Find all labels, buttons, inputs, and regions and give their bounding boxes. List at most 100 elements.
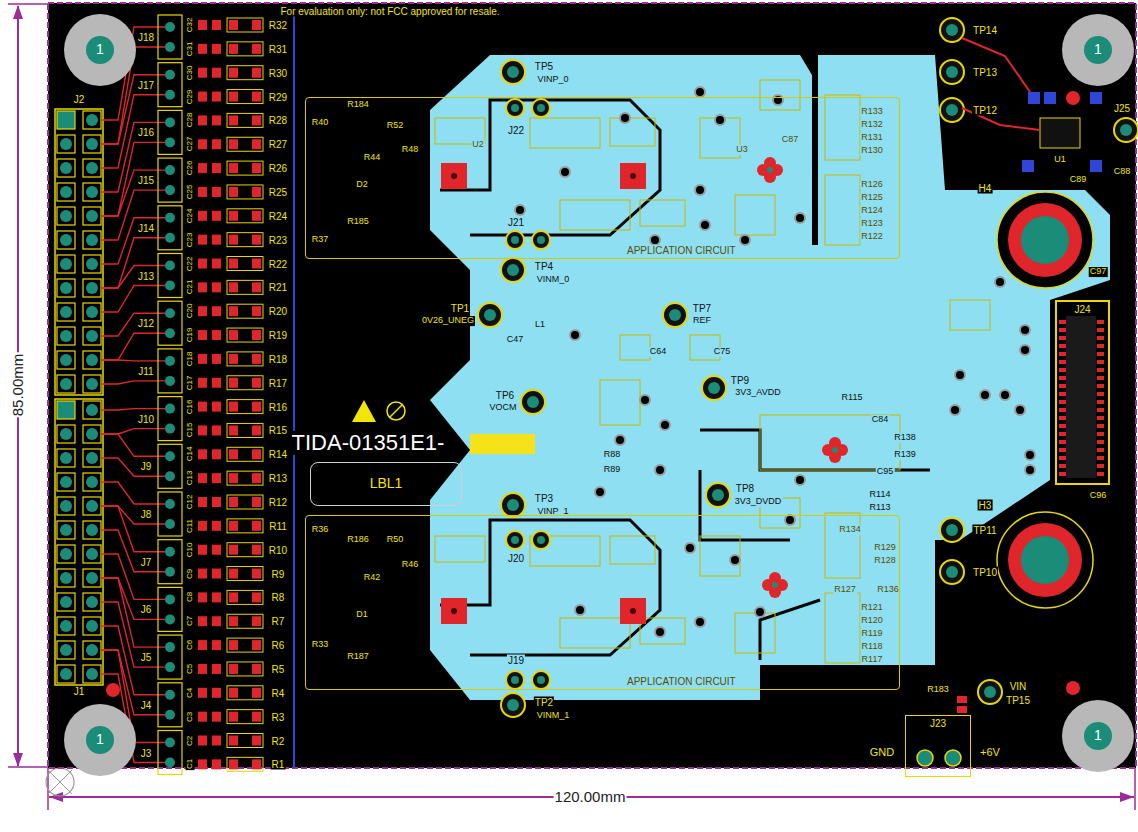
test-point-hole — [669, 309, 681, 321]
header-pin-hole — [86, 258, 98, 270]
silkscreen-label: C15 — [186, 422, 195, 439]
node-label: J24 — [1073, 304, 1091, 315]
resistor-pad — [229, 282, 238, 292]
capacitor-pad — [198, 569, 207, 579]
signal-trace — [101, 482, 165, 504]
header-pin — [83, 303, 101, 321]
mounting-hole — [64, 704, 136, 776]
silkscreen-label: GND — [869, 746, 895, 758]
connector-pin — [165, 137, 175, 147]
header-outline — [55, 109, 103, 395]
header-pin — [57, 401, 75, 419]
resistor-pad — [252, 592, 261, 602]
copper-trace — [760, 600, 820, 660]
signal-trace — [101, 458, 165, 476]
signal-trace — [101, 381, 165, 384]
header-pin-hole — [60, 354, 72, 366]
resistor-pad — [252, 306, 261, 316]
capacitor-pad — [212, 68, 221, 78]
label-box: LBL1 — [310, 462, 462, 506]
header-pin — [57, 449, 75, 467]
connector-pad — [1097, 416, 1104, 420]
resistor-pad — [252, 712, 261, 722]
input-connector — [158, 444, 182, 488]
silkscreen-label: R185 — [346, 217, 370, 227]
test-point — [521, 390, 545, 414]
header-pin — [83, 183, 101, 201]
silkscreen-label: U2 — [471, 140, 485, 150]
connector-pin — [165, 594, 175, 604]
test-point-hole — [712, 489, 724, 501]
header-pin-hole — [86, 234, 98, 246]
silkscreen-label: R40 — [311, 118, 330, 128]
connector-pad — [1059, 376, 1066, 380]
capacitor-pad — [212, 569, 221, 579]
connector-pad — [1059, 408, 1066, 412]
resistor-outline — [227, 209, 263, 223]
jumper-pin — [532, 231, 550, 249]
smd-pad — [1090, 160, 1102, 172]
resistor-pad — [229, 259, 238, 269]
header-pin-hole — [86, 330, 98, 342]
power-pin — [917, 750, 933, 766]
header-pin — [57, 135, 75, 153]
mounting-hole-drill — [1084, 36, 1112, 64]
resistor-pad — [229, 92, 238, 102]
header-pin-hole — [60, 500, 72, 512]
silkscreen-label: C64 — [649, 347, 668, 357]
silkscreen-label: TP8 — [735, 483, 755, 494]
resistor-pad — [229, 402, 238, 412]
header-pin — [57, 231, 75, 249]
silkscreen-label: R119 — [861, 629, 884, 639]
resistor-outline — [227, 400, 263, 414]
node-label: APPLICATION CIRCUIT — [626, 245, 737, 256]
silkscreen-label: R14 — [268, 449, 288, 460]
via — [700, 220, 710, 230]
header-pin-hole — [86, 572, 98, 584]
test-point-hole — [946, 524, 958, 536]
capacitor-pad — [212, 425, 221, 435]
signal-trace — [101, 409, 165, 410]
silkscreen-label: C6 — [186, 639, 195, 651]
silkscreen-label: C27 — [186, 136, 195, 153]
silkscreen-label: C7 — [186, 615, 195, 627]
test-point-hole — [946, 66, 958, 78]
serial-label-area — [470, 434, 535, 454]
silkscreen-label: C11 — [186, 518, 195, 534]
silkscreen-label: TP15 — [1005, 695, 1031, 706]
resistor-pad — [229, 211, 238, 221]
header-pin — [57, 303, 75, 321]
capacitor-pad — [198, 712, 207, 722]
resistor-pad — [229, 736, 238, 746]
extension-line — [8, 766, 48, 768]
capacitor-pad — [212, 282, 221, 292]
capacitor-pad — [212, 259, 221, 269]
connector-pin — [165, 281, 175, 291]
silkscreen-label: J4 — [140, 699, 153, 710]
mounting-hole-drill — [86, 726, 114, 754]
capacitor-pad — [212, 92, 221, 102]
resistor-pad — [252, 402, 261, 412]
connector-pad — [1059, 424, 1066, 428]
header-pin-hole — [60, 620, 72, 632]
silkscreen-label: J6 — [140, 604, 153, 615]
resistor-pad — [252, 282, 261, 292]
silkscreen-label: R18 — [268, 353, 288, 364]
silkscreen-label: C96 — [1089, 491, 1108, 501]
capacitor-pad — [212, 187, 221, 197]
resistor-pad — [229, 68, 238, 78]
resistor-pad — [252, 354, 261, 364]
capacitor-pad — [198, 616, 207, 626]
resistor-outline — [227, 495, 263, 509]
header-pin — [57, 497, 75, 515]
test-point — [940, 18, 964, 42]
test-point-hole — [946, 566, 958, 578]
silkscreen-label: R52 — [386, 121, 405, 131]
via-pad — [767, 167, 773, 173]
silkscreen-label: R89 — [603, 465, 622, 475]
mounting-hole — [1062, 700, 1134, 772]
header-pin-hole — [86, 114, 98, 126]
silkscreen-label: R114 — [869, 490, 892, 500]
notice-text: For evaluation only: not FCC approved fo… — [280, 6, 501, 17]
